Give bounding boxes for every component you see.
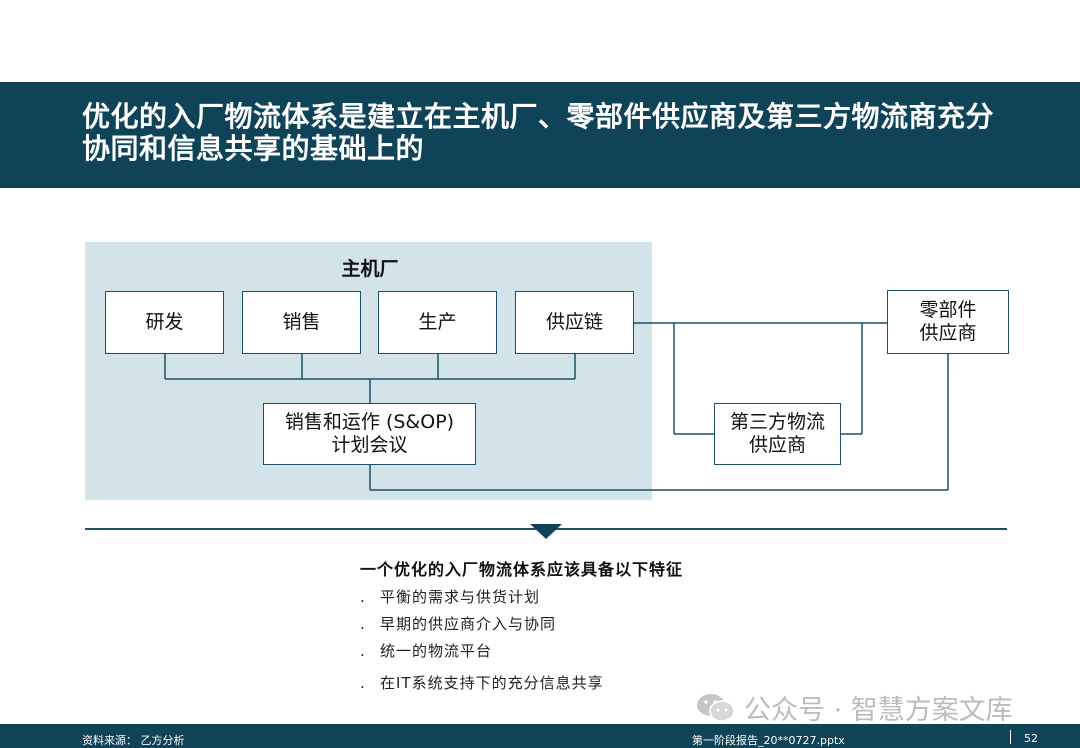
box-parts-supplier: 零部件 供应商 <box>887 290 1009 354</box>
watermark-text: 公众号 · 智慧方案文库 <box>744 695 1013 726</box>
page-number: 52 <box>1024 732 1038 745</box>
box-sales: 销售 <box>242 291 361 354</box>
wechat-icon <box>697 693 735 722</box>
footer-filename: 第一阶段报告_20**0727.pptx <box>692 734 845 747</box>
oem-panel-label: 主机厂 <box>341 258 399 280</box>
watermark: 公众号 · 智慧方案文库 <box>696 688 1013 727</box>
box-supply-chain: 供应链 <box>515 291 634 354</box>
footer-band <box>0 724 1080 748</box>
bullet-icon: . <box>360 615 366 633</box>
down-arrow-icon <box>530 524 562 539</box>
slide-title: 优化的入厂物流体系是建立在主机厂、零部件供应商及第三方物流商充分协同和信息共享的… <box>82 100 995 165</box>
box-sop-meeting: 销售和运作 (S&OP) 计划会议 <box>263 403 476 465</box>
box-third-party-logistics: 第三方物流 供应商 <box>714 403 841 465</box>
footer-separator <box>1010 730 1011 744</box>
feature-item: .统一的物流平台 <box>360 642 493 660</box>
box-rnd: 研发 <box>105 291 224 354</box>
title-band <box>0 82 1080 188</box>
footer-source: 资料来源： 乙方分析 <box>82 734 185 747</box>
bullet-icon: . <box>360 588 366 606</box>
feature-item: .平衡的需求与供货计划 <box>360 588 541 606</box>
bullet-icon: . <box>360 674 366 692</box>
bullet-icon: . <box>360 642 366 660</box>
feature-item: .早期的供应商介入与协同 <box>360 615 557 633</box>
box-production: 生产 <box>378 291 497 354</box>
features-heading: 一个优化的入厂物流体系应该具备以下特征 <box>360 560 684 579</box>
feature-item: .在IT系统支持下的充分信息共享 <box>360 674 604 692</box>
